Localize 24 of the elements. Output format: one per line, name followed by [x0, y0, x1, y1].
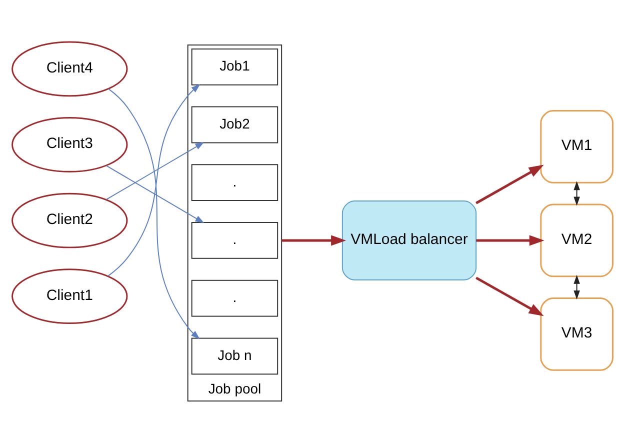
arrow: [282, 235, 346, 246]
arrow: [106, 165, 204, 224]
node-box: Job1: [191, 48, 278, 86]
node-box: VM2: [540, 204, 614, 278]
arrow: [108, 88, 200, 340]
arrow: [107, 84, 200, 277]
arrow: [476, 276, 544, 316]
node-box: Job n: [191, 338, 278, 375]
node-box: VM1: [540, 110, 614, 184]
arrow: [476, 235, 544, 246]
node-ellipse: Client4: [12, 41, 128, 97]
node-box: Job2: [191, 106, 278, 144]
arrow: [476, 164, 544, 204]
node-box: VMLoad balancer: [342, 200, 477, 280]
node-ellipse: Client3: [12, 117, 128, 172]
arrow: [106, 142, 204, 200]
node-box: VM3: [540, 298, 614, 371]
node-ellipse: Client1: [12, 268, 128, 324]
node-box: .: [191, 164, 278, 202]
node-box: .: [191, 222, 278, 259]
arrow: [574, 181, 580, 206]
node-ellipse: Client2: [12, 192, 128, 248]
node-box: .: [191, 280, 278, 317]
arrow: [574, 274, 580, 300]
